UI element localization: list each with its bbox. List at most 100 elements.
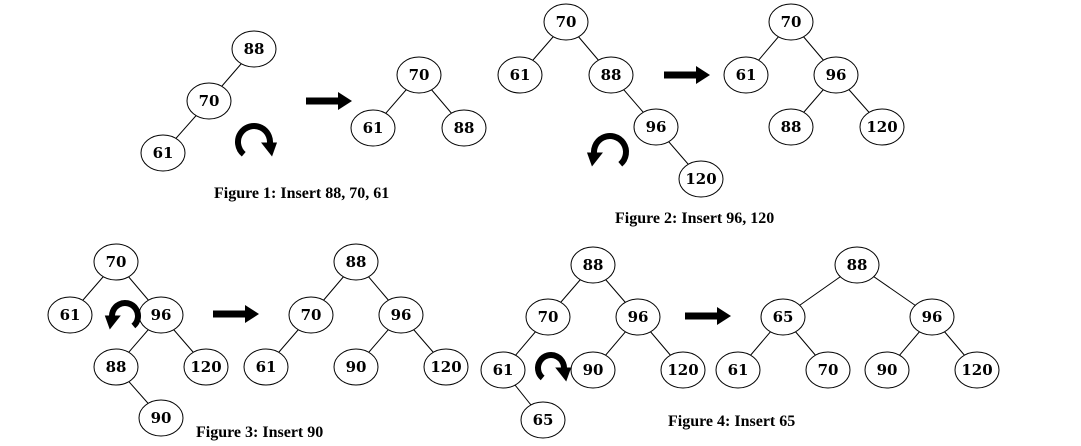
tree-node-70: 70 xyxy=(396,56,442,94)
node-circle xyxy=(834,246,880,284)
node-circle xyxy=(93,348,139,386)
node-label: 96 xyxy=(646,118,667,136)
tree-node-88: 88 xyxy=(333,243,379,281)
tree-node-70: 70 xyxy=(288,296,334,334)
right-arrow-icon xyxy=(306,92,352,110)
tree-node-65: 65 xyxy=(760,298,806,336)
node-label: 70 xyxy=(106,253,127,271)
rotation-arc xyxy=(591,133,629,167)
tree-node-90: 90 xyxy=(138,399,184,437)
node-label: 70 xyxy=(818,361,839,379)
node-label: 70 xyxy=(781,13,802,31)
node-circle xyxy=(678,160,724,198)
rotation-arrowhead xyxy=(104,315,121,330)
tree-node-96: 96 xyxy=(615,298,661,336)
node-label: 96 xyxy=(151,306,172,324)
node-circle xyxy=(859,108,905,146)
node-label: 96 xyxy=(391,306,412,324)
node-label: 90 xyxy=(346,358,367,376)
rotation-arrowhead xyxy=(555,367,572,382)
node-label: 120 xyxy=(430,358,461,376)
node-circle xyxy=(47,296,93,334)
node-label: 88 xyxy=(583,256,604,274)
node-circle xyxy=(497,56,543,94)
node-circle xyxy=(570,351,616,389)
node-label: 88 xyxy=(847,256,868,274)
node-circle xyxy=(423,348,469,386)
node-label: 88 xyxy=(781,118,802,136)
node-label: 96 xyxy=(628,308,649,326)
node-circle xyxy=(520,401,566,439)
tree-node-70: 70 xyxy=(805,351,851,389)
node-circle xyxy=(333,348,379,386)
node-circle xyxy=(954,351,1000,389)
node-circle xyxy=(243,348,289,386)
right-arrow-icon xyxy=(213,305,259,323)
node-circle xyxy=(813,56,859,94)
rotation-arc xyxy=(109,300,141,329)
tree-node-61: 61 xyxy=(47,296,93,334)
clockwise-icon xyxy=(535,352,572,382)
node-circle xyxy=(140,134,186,172)
node-label: 65 xyxy=(533,411,554,429)
tree-node-88: 88 xyxy=(768,108,814,146)
counterclockwise-icon xyxy=(104,300,141,330)
tree-node-120: 120 xyxy=(423,348,469,386)
tree-node-70: 70 xyxy=(93,243,139,281)
tree-node-70: 70 xyxy=(186,82,232,120)
node-circle xyxy=(570,246,616,284)
node-circle xyxy=(525,298,571,336)
node-label: 90 xyxy=(151,409,172,427)
figure-3-caption: Figure 3: Insert 90 xyxy=(196,424,323,441)
node-label: 96 xyxy=(922,308,943,326)
node-circle xyxy=(231,30,277,68)
tree-node-70: 70 xyxy=(525,298,571,336)
node-circle xyxy=(543,3,589,41)
tree-node-70: 70 xyxy=(543,3,589,41)
node-circle xyxy=(288,296,334,334)
node-circle xyxy=(333,243,379,281)
node-label: 61 xyxy=(728,361,749,379)
tree-node-61: 61 xyxy=(350,109,396,147)
node-label: 70 xyxy=(556,13,577,31)
node-label: 70 xyxy=(409,66,430,84)
tree-node-61: 61 xyxy=(723,56,769,94)
tree-node-70: 70 xyxy=(768,3,814,41)
tree-node-88: 88 xyxy=(570,246,616,284)
tree-node-120: 120 xyxy=(678,160,724,198)
node-label: 90 xyxy=(583,361,604,379)
tree-node-96: 96 xyxy=(378,296,424,334)
tree-node-61: 61 xyxy=(140,134,186,172)
counterclockwise-icon xyxy=(586,133,629,167)
node-circle xyxy=(480,351,526,389)
node-label: 88 xyxy=(601,66,622,84)
node-circle xyxy=(615,298,661,336)
node-circle xyxy=(186,82,232,120)
icons-layer xyxy=(104,66,731,382)
node-label: 61 xyxy=(510,66,531,84)
node-circle xyxy=(633,108,679,146)
node-circle xyxy=(768,108,814,146)
node-circle xyxy=(441,109,487,147)
tree-node-88: 88 xyxy=(441,109,487,147)
tree-node-65: 65 xyxy=(520,401,566,439)
rotation-arrowhead xyxy=(586,152,603,167)
tree-node-61: 61 xyxy=(243,348,289,386)
node-label: 88 xyxy=(106,358,127,376)
tree-node-90: 90 xyxy=(570,351,616,389)
node-label: 61 xyxy=(256,358,277,376)
node-circle xyxy=(138,399,184,437)
rotation-arrowhead xyxy=(261,142,278,157)
tree-node-120: 120 xyxy=(183,348,229,386)
tree-node-120: 120 xyxy=(954,351,1000,389)
tree-node-88: 88 xyxy=(231,30,277,68)
node-circle xyxy=(183,348,229,386)
node-label: 88 xyxy=(244,40,265,58)
node-label: 90 xyxy=(877,361,898,379)
node-circle xyxy=(715,351,761,389)
tree-node-96: 96 xyxy=(633,108,679,146)
node-circle xyxy=(93,243,139,281)
node-circle xyxy=(760,298,806,336)
